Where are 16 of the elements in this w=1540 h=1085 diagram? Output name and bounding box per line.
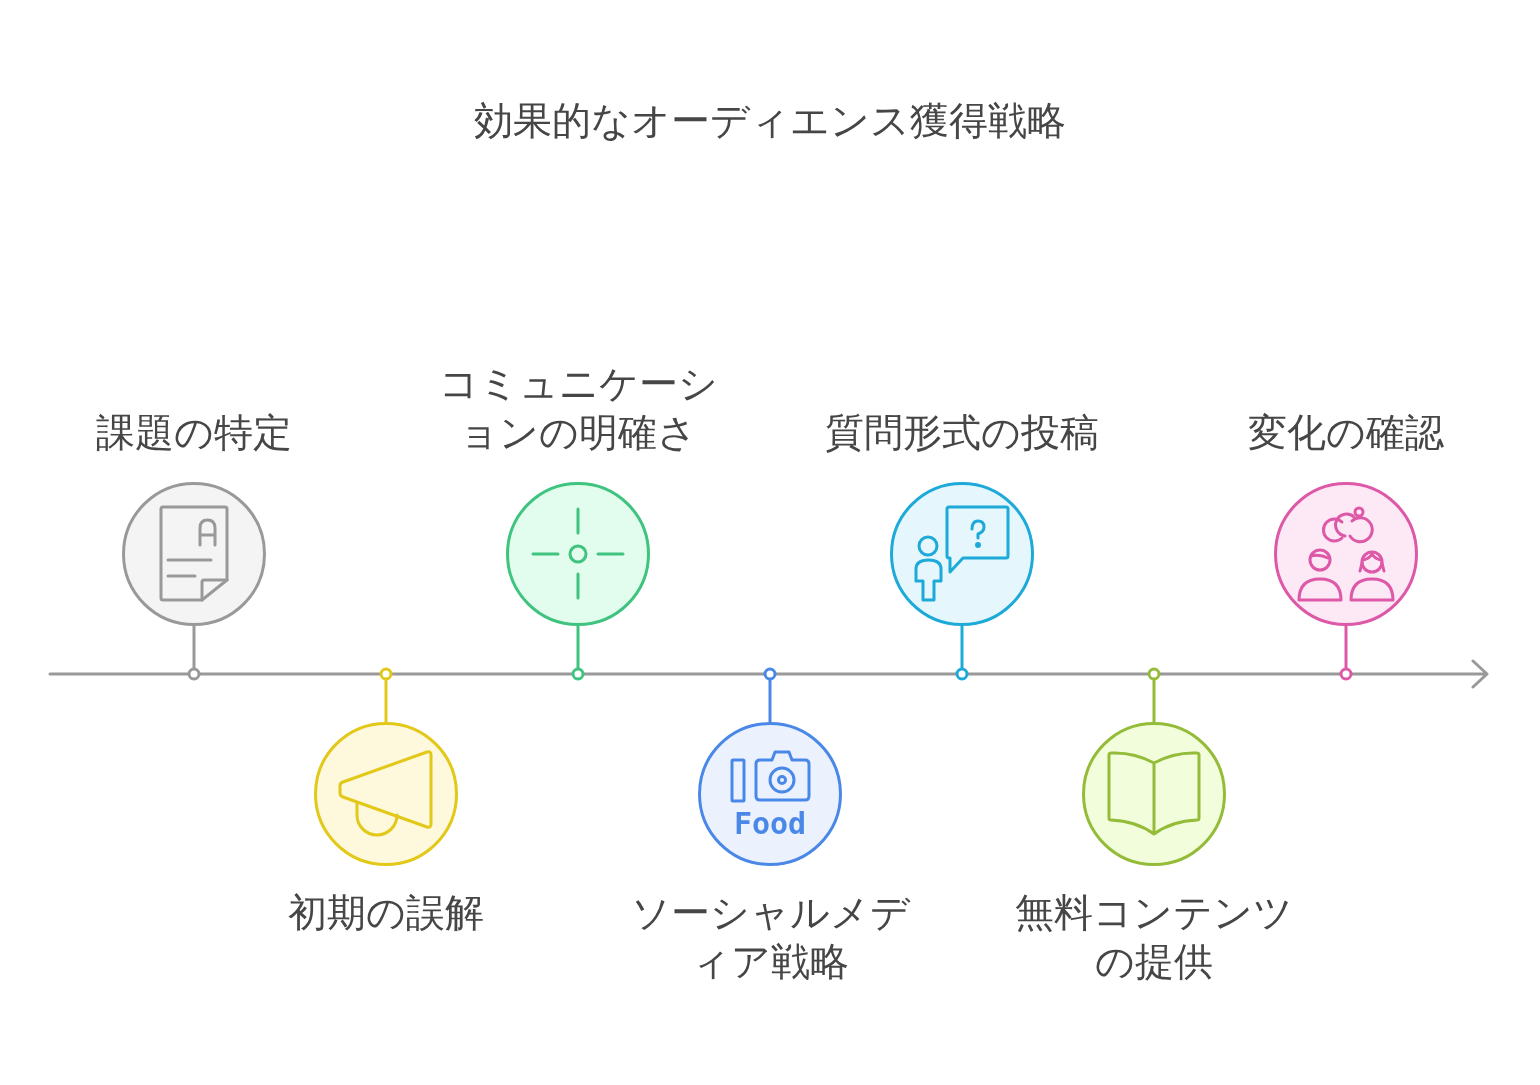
step-label: 質問形式の投稿 xyxy=(824,409,1100,457)
stem-line xyxy=(1339,626,1353,681)
step-label: ソーシャルメディア戦略 xyxy=(629,889,912,986)
step-label: 初期の誤解 xyxy=(287,889,485,937)
stem-line xyxy=(955,626,969,681)
step-label: コミュニケーションの明確さ xyxy=(437,360,719,457)
stem-line xyxy=(571,626,585,681)
stem-line xyxy=(1147,667,1161,722)
step-label: 課題の特定 xyxy=(95,409,293,457)
icon-caption: Food xyxy=(732,809,808,839)
stem-line xyxy=(763,667,777,722)
step-label: 変化の確認 xyxy=(1247,409,1445,457)
step-label: 無料コンテンツの提供 xyxy=(1014,889,1294,986)
title: 効果的なオーディエンス獲得戦略 xyxy=(473,97,1067,145)
stem-line xyxy=(187,626,201,681)
stem-line xyxy=(379,667,393,722)
